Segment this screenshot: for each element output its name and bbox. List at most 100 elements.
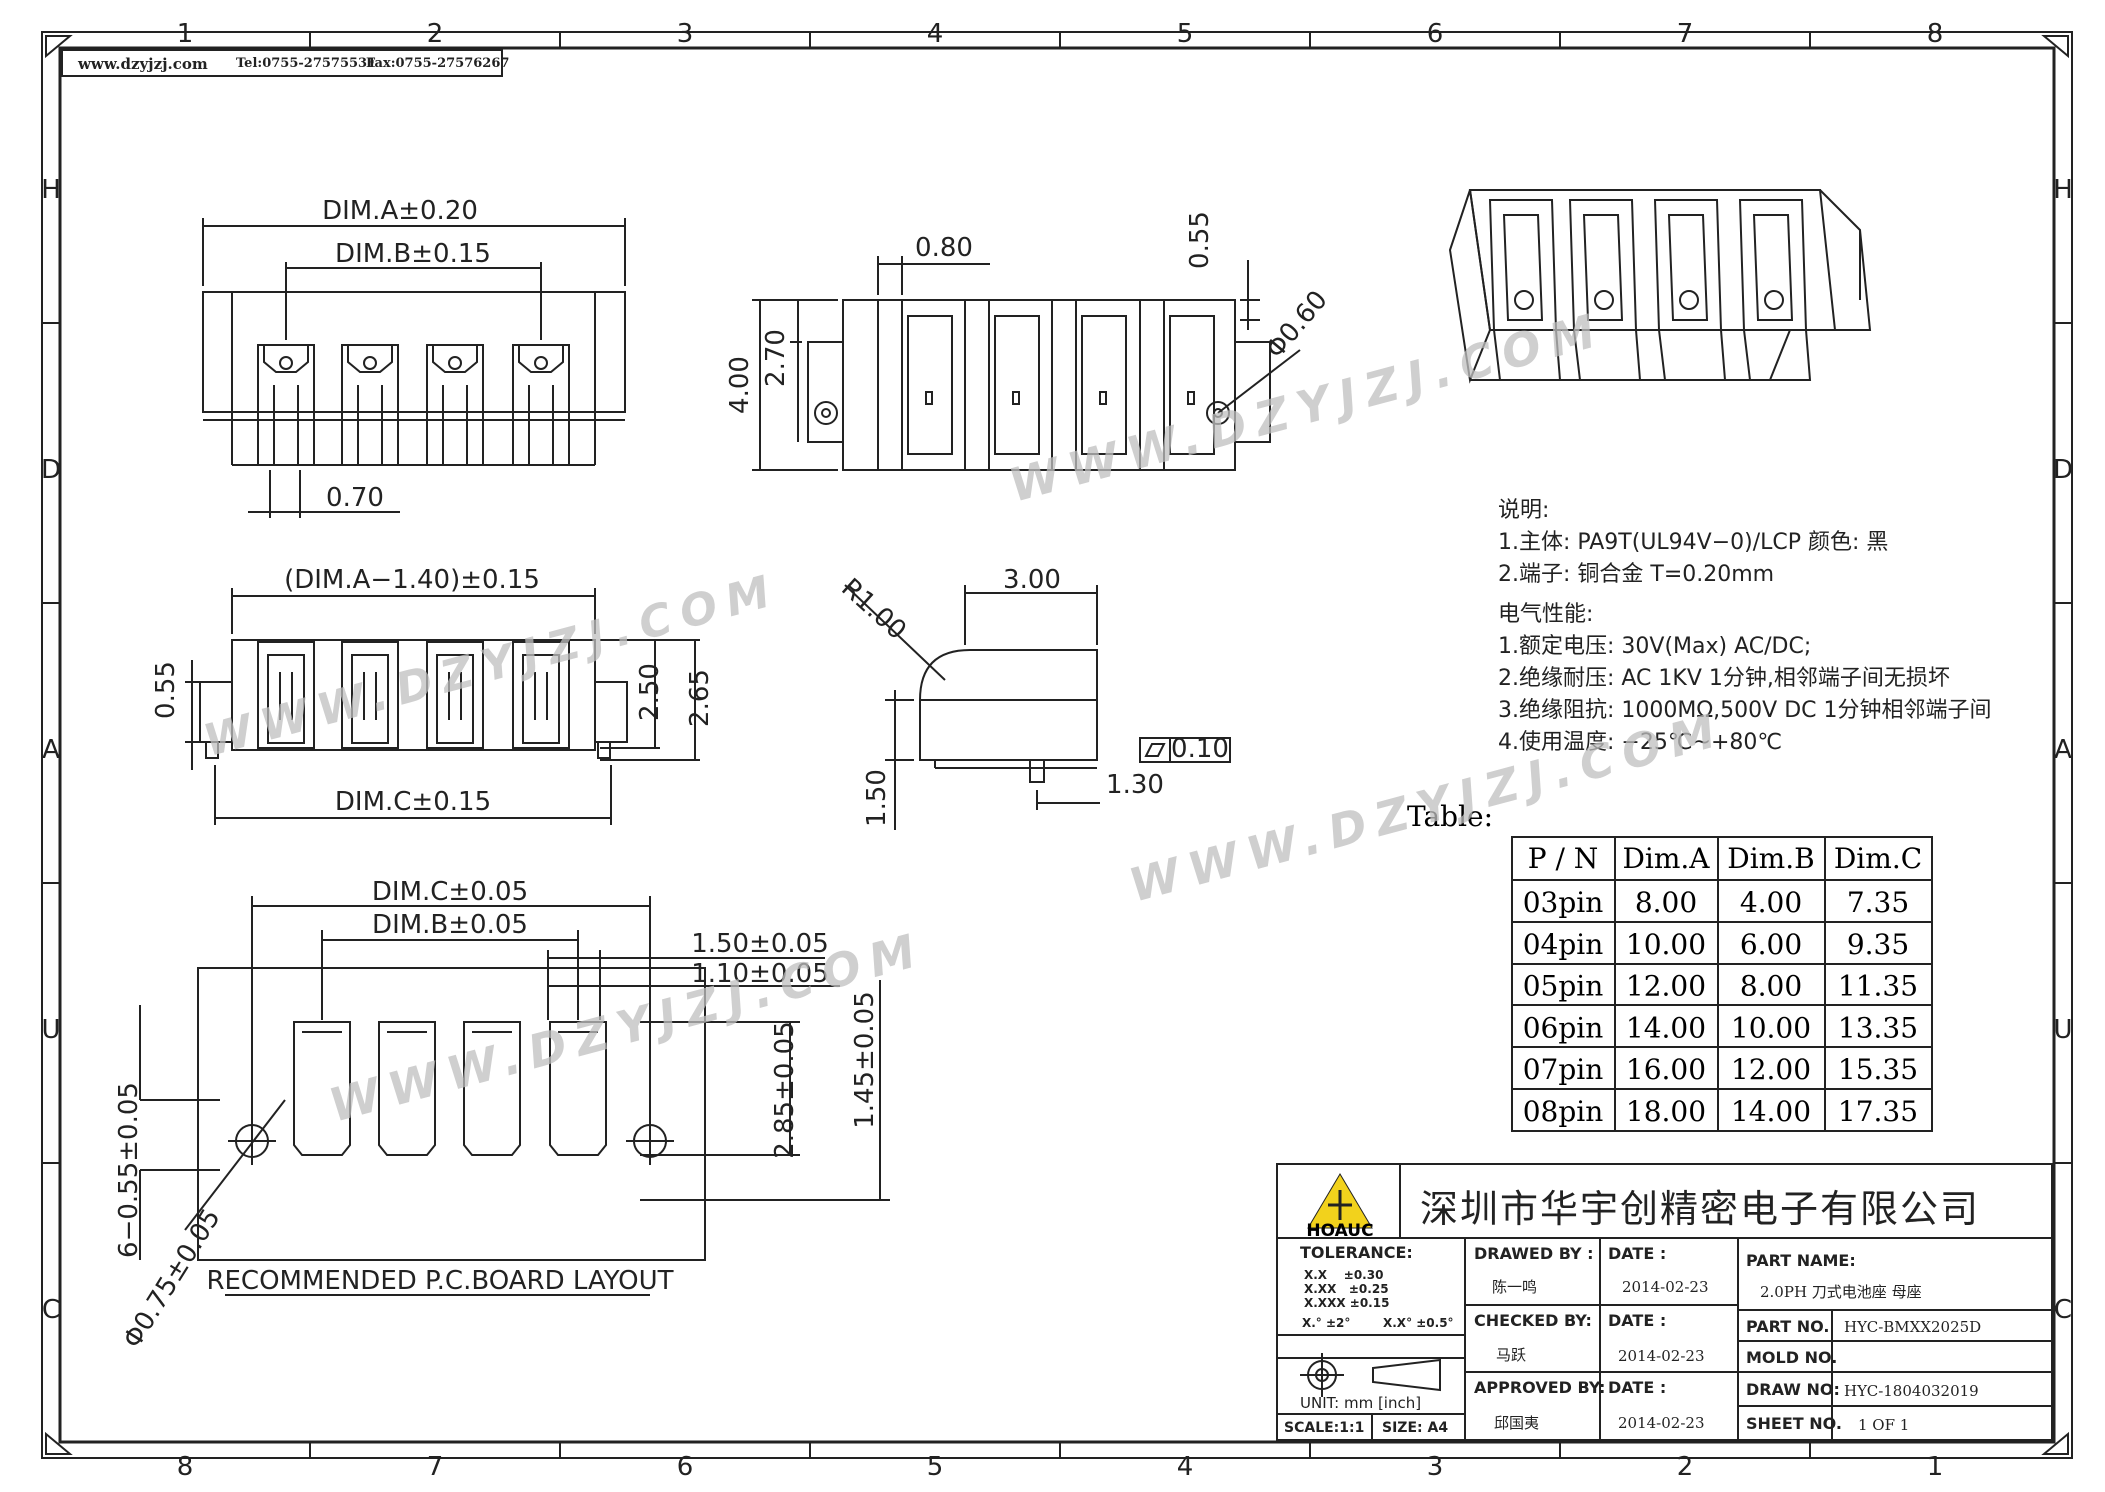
pcb-pad [293, 1021, 351, 1156]
pcb-dim-c-label: DIM.C±0.05 [372, 877, 528, 907]
front-slot [512, 641, 570, 749]
contact-slot [512, 344, 570, 466]
angle-tol-2: X.X° ±0.5° [1383, 1316, 1454, 1330]
side-window [907, 315, 953, 455]
row-label: C [2054, 1295, 2072, 1325]
tol-val: ±0.25 [1348, 1282, 1389, 1296]
profile-300-label: 3.00 [1003, 565, 1061, 595]
tolerance-list: X.X ±0.30 X.XX ±0.25 X.XXX ±0.15 [1304, 1268, 1389, 1310]
notes-block: 说明: 1.主体: PA9T(UL94V−0)/LCP 颜色: 黑 2.端子: … [1498, 495, 1992, 759]
tol-val: ±0.30 [1343, 1268, 1384, 1282]
iso-bay [1488, 199, 1558, 331]
col-label: 1 [177, 19, 194, 49]
zone-ticks [42, 32, 2072, 1458]
row-label: A [2054, 735, 2072, 765]
row-label: C [42, 1295, 60, 1325]
dim-table-grid [1511, 836, 1933, 1132]
side-dimple [1099, 391, 1107, 405]
table-header: P / N [1528, 842, 1599, 875]
part-name-label: PART NAME: [1746, 1251, 1856, 1270]
row-label: H [41, 175, 61, 205]
logo-text: HOAUC [1306, 1221, 1373, 1241]
iso-contact [1667, 214, 1709, 321]
table-cell: 10.00 [1626, 928, 1706, 961]
col-label: 2 [1677, 1452, 1694, 1482]
table-cell: 08pin [1523, 1095, 1604, 1128]
pcb-pad [549, 1021, 607, 1156]
table-header: Dim.A [1622, 842, 1710, 875]
drawn-by-label: DRAWED BY : [1474, 1244, 1594, 1263]
corner-marks [45, 35, 2069, 1455]
profile-radius-label: R1.00 [835, 573, 912, 646]
side-dimple [1012, 391, 1020, 405]
row-label: D [41, 455, 61, 485]
note-line: 2.端子: 铜合金 T=0.20mm [1498, 562, 1775, 587]
note-line: 1.主体: PA9T(UL94V−0)/LCP 颜色: 黑 [1498, 530, 1889, 555]
elec-line: 4.使用温度: −25℃~+80℃ [1498, 730, 1783, 755]
table-cell: 06pin [1523, 1011, 1604, 1044]
side-window [1081, 315, 1127, 455]
iso-view [1448, 189, 1872, 384]
pcb-pad [463, 1021, 521, 1156]
date-value: 2014-02-23 [1622, 1278, 1709, 1296]
pcb-110-label: 1.10±0.05 [691, 959, 829, 989]
pcb-285-label: 2.85±0.05 [770, 1021, 800, 1159]
table-cell: 7.35 [1847, 886, 1909, 919]
table-cell: 03pin [1523, 886, 1604, 919]
col-label: 8 [177, 1452, 194, 1482]
table-header: Dim.B [1727, 842, 1814, 875]
contact-slot [341, 344, 399, 466]
tol-val: ±0.15 [1349, 1296, 1390, 1310]
pcb-pads-label: 6−0.55±0.05 [114, 1082, 144, 1258]
mold-no-label: MOLD NO. [1746, 1348, 1838, 1367]
date-label: DATE : [1608, 1311, 1667, 1330]
col-label: 7 [1677, 19, 1694, 49]
approved-by-label: APPROVED BY: [1474, 1378, 1606, 1397]
contact-hole [279, 356, 293, 370]
profile-150-label: 1.50 [862, 769, 892, 827]
table-cell: 05pin [1523, 970, 1604, 1003]
col-label: 5 [1177, 19, 1194, 49]
front-view [185, 588, 700, 825]
iso-bay [1653, 199, 1723, 331]
fax-text: Fax:0755-27576267 [366, 56, 510, 71]
scale-label: SCALE:1:1 [1284, 1420, 1365, 1436]
col-label: 3 [1427, 1452, 1444, 1482]
col-label: 6 [677, 1452, 694, 1482]
front-slot [257, 641, 315, 749]
col-label: 3 [677, 19, 694, 49]
date-label: DATE : [1608, 1378, 1667, 1397]
pcb-layout [139, 896, 890, 1296]
col-label: 1 [1927, 1452, 1944, 1482]
col-label: 8 [1927, 19, 1944, 49]
date-label: DATE : [1608, 1244, 1667, 1263]
iso-contact [1502, 214, 1544, 321]
iso-foot [1573, 329, 1642, 381]
front-265-label: 2.65 [685, 669, 715, 727]
contact-head [432, 345, 478, 373]
angle-tol-1: X.° ±2° [1302, 1316, 1351, 1330]
dim-b-label: DIM.B±0.15 [335, 239, 491, 269]
side-080-label: 0.80 [915, 233, 973, 263]
draw-no-label: DRAW NO: [1746, 1380, 1840, 1399]
front-055-label: 0.55 [151, 661, 181, 719]
table-cell: 12.00 [1626, 970, 1706, 1003]
front-250-label: 2.50 [635, 663, 665, 721]
tol-key: X.XXX [1304, 1296, 1346, 1310]
profile-view [844, 584, 1231, 830]
unit-label: UNIT: mm [inch] [1300, 1394, 1422, 1412]
front-slot-inner [436, 654, 474, 744]
contact-hole [534, 356, 548, 370]
iso-contact-dimple [1679, 290, 1699, 310]
notes-title: 说明: [1498, 498, 1550, 523]
table-header: Dim.C [1834, 842, 1922, 875]
table-cell: 04pin [1523, 928, 1604, 961]
row-label: H [2053, 175, 2073, 205]
draw-no-value: HYC-1804032019 [1844, 1382, 1979, 1400]
col-label: 7 [427, 1452, 444, 1482]
tol-key: X.XX [1304, 1282, 1337, 1296]
elec-line: 2.绝缘耐压: AC 1KV 1分钟,相邻端子间无损坏 [1498, 666, 1950, 691]
date-value: 2014-02-23 [1618, 1347, 1705, 1365]
